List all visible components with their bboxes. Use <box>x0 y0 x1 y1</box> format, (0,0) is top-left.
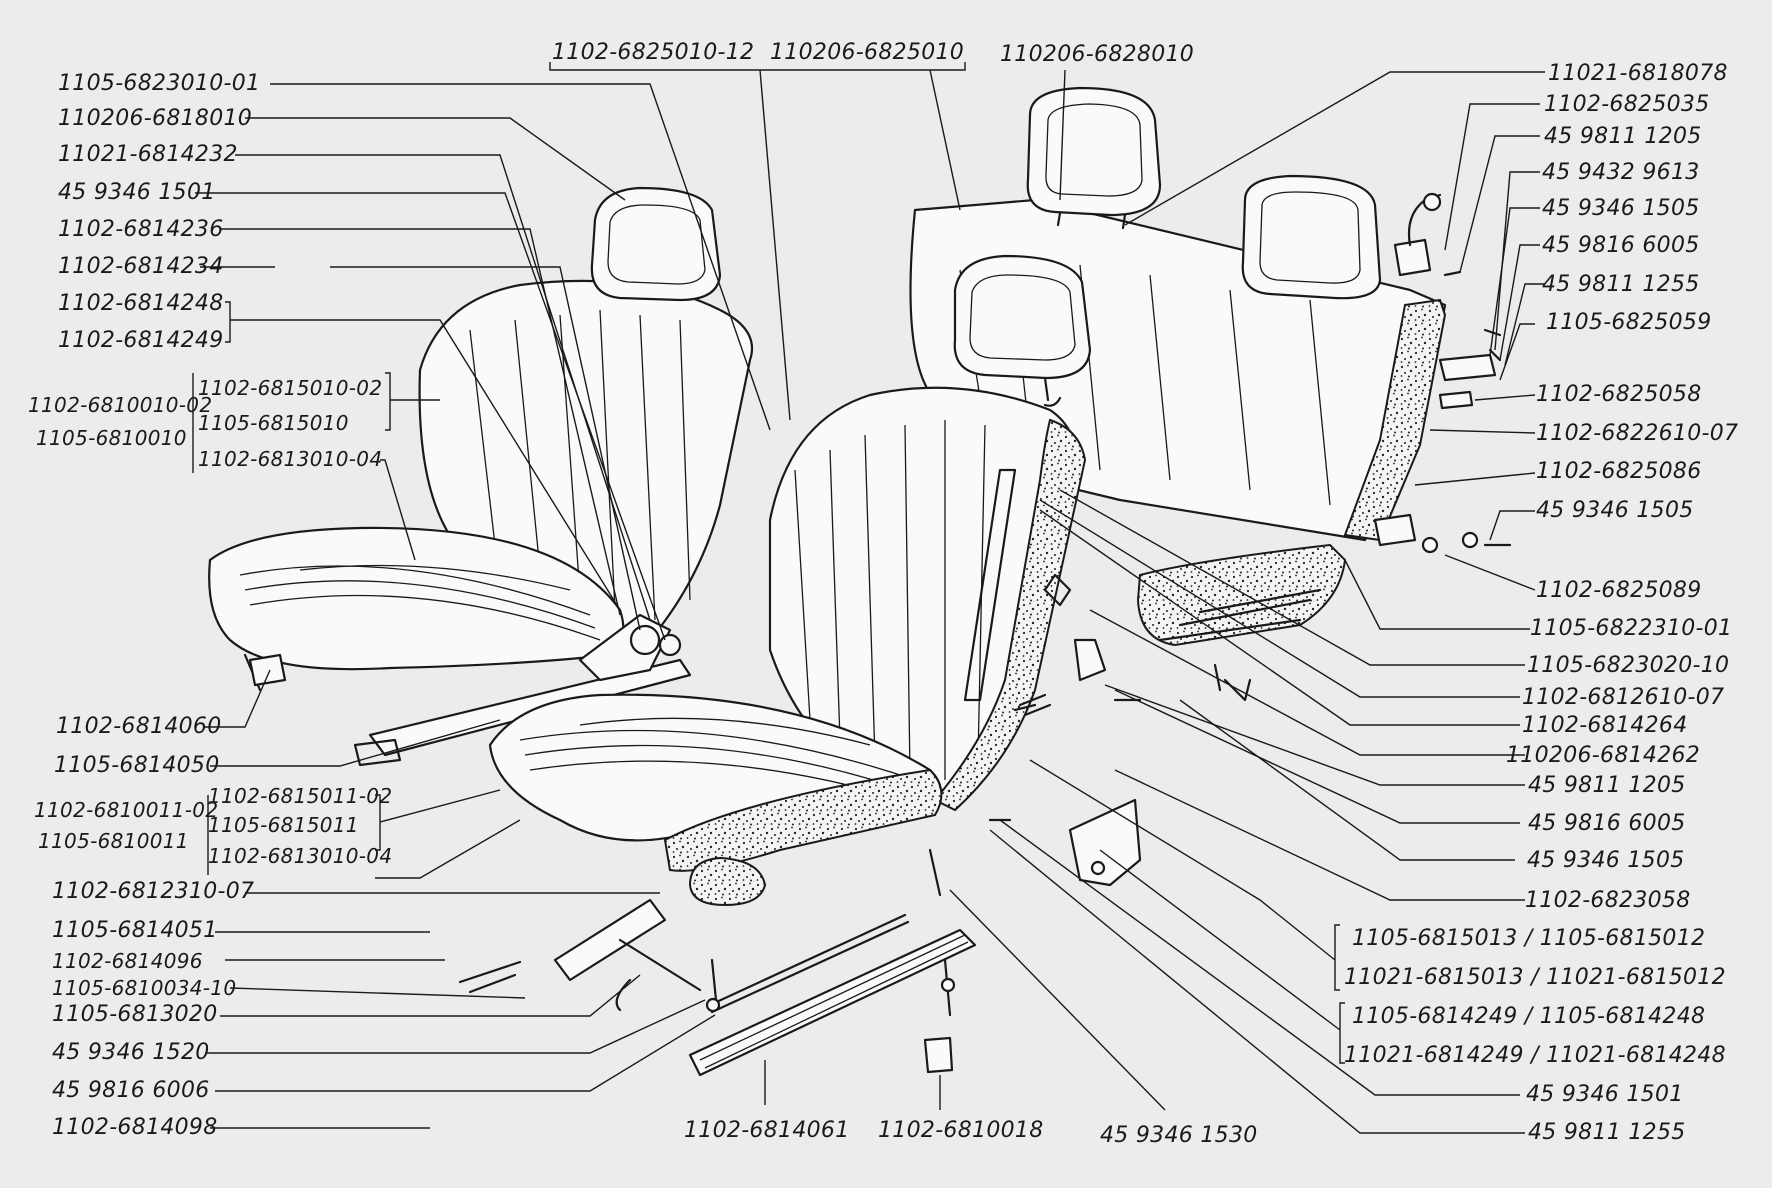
right-seat-headrest <box>953 254 1092 407</box>
label-r08: 1105-6825059 <box>1546 310 1712 335</box>
loose-fasteners <box>705 698 1142 1074</box>
label-l02: 110206-6818010 <box>58 106 253 131</box>
label-r03: 45 9811 1205 <box>1544 124 1702 149</box>
label-r09: 1102-6825058 <box>1536 382 1702 407</box>
label-b1: 1102-6814061 <box>684 1118 850 1143</box>
right-seat-recline-knob <box>688 856 767 907</box>
right-seat-cushion <box>488 693 943 872</box>
right-seat-rails <box>458 898 977 1077</box>
label-l11: 1105-6814050 <box>54 753 220 778</box>
label-r06: 45 9816 6005 <box>1542 233 1700 258</box>
label-r27: 45 9346 1501 <box>1526 1082 1684 1107</box>
rear-seat-side-bolster <box>1343 298 1447 542</box>
label-r10: 1102-6822610-07 <box>1536 421 1739 446</box>
rear-seat-headrest-center <box>1026 86 1162 230</box>
label-l12-inner-c: 1102-6813010-04 <box>208 844 393 868</box>
label-r26: 11021-6814249 / 11021-6814248 <box>1344 1043 1726 1068</box>
label-l20: 1102-6814098 <box>52 1115 218 1140</box>
label-l04: 45 9346 1501 <box>58 180 216 205</box>
label-l07: 1102-6814248 <box>58 291 224 316</box>
label-l05: 1102-6814236 <box>58 217 224 242</box>
right-seat-brackets <box>1018 573 1142 887</box>
label-l15: 1102-6814096 <box>52 949 203 973</box>
label-l06: 1102-6814234 <box>58 254 224 279</box>
label-l12-outer-b: 1105-6810011 <box>38 829 189 853</box>
label-l09-inner-b: 1105-6815010 <box>198 411 349 435</box>
label-l08: 1102-6814249 <box>58 328 224 353</box>
label-r13: 1102-6825089 <box>1536 578 1702 603</box>
label-r12: 45 9346 1505 <box>1536 498 1694 523</box>
rear-seat-headrest-right <box>1241 174 1382 300</box>
label-r05: 45 9346 1505 <box>1542 196 1700 221</box>
label-l12-inner-b: 1105-6815011 <box>208 813 359 837</box>
label-r23: 1105-6815013 / 1105-6815012 <box>1352 926 1706 951</box>
label-b3: 45 9346 1530 <box>1100 1123 1258 1148</box>
label-l09-outer-b: 1105-6810010 <box>36 426 187 450</box>
label-seatback-assembly-a: 1102-6825010-12 <box>552 40 755 65</box>
label-r14: 1105-6822310-01 <box>1530 616 1733 641</box>
label-l09-inner-c: 1102-6813010-04 <box>198 447 383 471</box>
label-r02: 1102-6825035 <box>1544 92 1710 117</box>
label-r07: 45 9811 1255 <box>1542 272 1700 297</box>
label-l19: 45 9816 6006 <box>52 1078 210 1103</box>
label-l13: 1102-6812310-07 <box>52 879 255 904</box>
left-seat-rail <box>353 658 692 767</box>
label-l10: 1102-6814060 <box>56 714 222 739</box>
label-l18: 45 9346 1520 <box>52 1040 210 1065</box>
label-r17: 1102-6814264 <box>1522 713 1688 738</box>
label-l09-outer-a: 1102-6810010-02 <box>28 393 213 417</box>
label-l17: 1105-6813020 <box>52 1002 218 1027</box>
label-l16: 1105-6810034-10 <box>52 976 237 1000</box>
label-l14: 1105-6814051 <box>52 918 218 943</box>
label-l03: 11021-6814232 <box>58 142 238 167</box>
rear-seat-lock-parts <box>1373 192 1512 554</box>
right-seat-side-frame <box>933 418 1087 812</box>
label-l12-outer-a: 1102-6810011-02 <box>34 798 219 822</box>
label-b2: 1102-6810018 <box>878 1118 1044 1143</box>
label-r24: 11021-6815013 / 11021-6815012 <box>1344 965 1726 990</box>
rear-seat-cushion <box>1136 543 1347 702</box>
label-r11: 1102-6825086 <box>1536 459 1702 484</box>
left-seat-cushion <box>208 526 625 692</box>
label-seatback-assembly-b: 110206-6825010 <box>770 40 965 65</box>
label-r22: 1102-6823058 <box>1525 888 1691 913</box>
label-r16: 1102-6812610-07 <box>1522 685 1725 710</box>
label-r01: 11021-6818078 <box>1548 61 1728 86</box>
label-l12-inner-a: 1102-6815011-02 <box>208 784 393 808</box>
left-seat-headrest <box>590 186 722 302</box>
label-r15: 1105-6823020-10 <box>1527 653 1730 678</box>
label-r19: 45 9811 1205 <box>1528 773 1686 798</box>
label-rear-headrest: 110206-6828010 <box>1000 42 1195 67</box>
label-r04: 45 9432 9613 <box>1542 160 1700 185</box>
label-r20: 45 9816 6005 <box>1528 811 1686 836</box>
label-r25: 1105-6814249 / 1105-6814248 <box>1352 1004 1706 1029</box>
label-l01: 1105-6823010-01 <box>58 71 261 96</box>
leader-lines <box>192 62 1545 1134</box>
label-r18: 110206-6814262 <box>1506 743 1701 768</box>
label-r21: 45 9346 1505 <box>1527 848 1685 873</box>
label-l09-inner-a: 1102-6815010-02 <box>198 376 383 400</box>
label-r28: 45 9811 1255 <box>1528 1120 1686 1145</box>
